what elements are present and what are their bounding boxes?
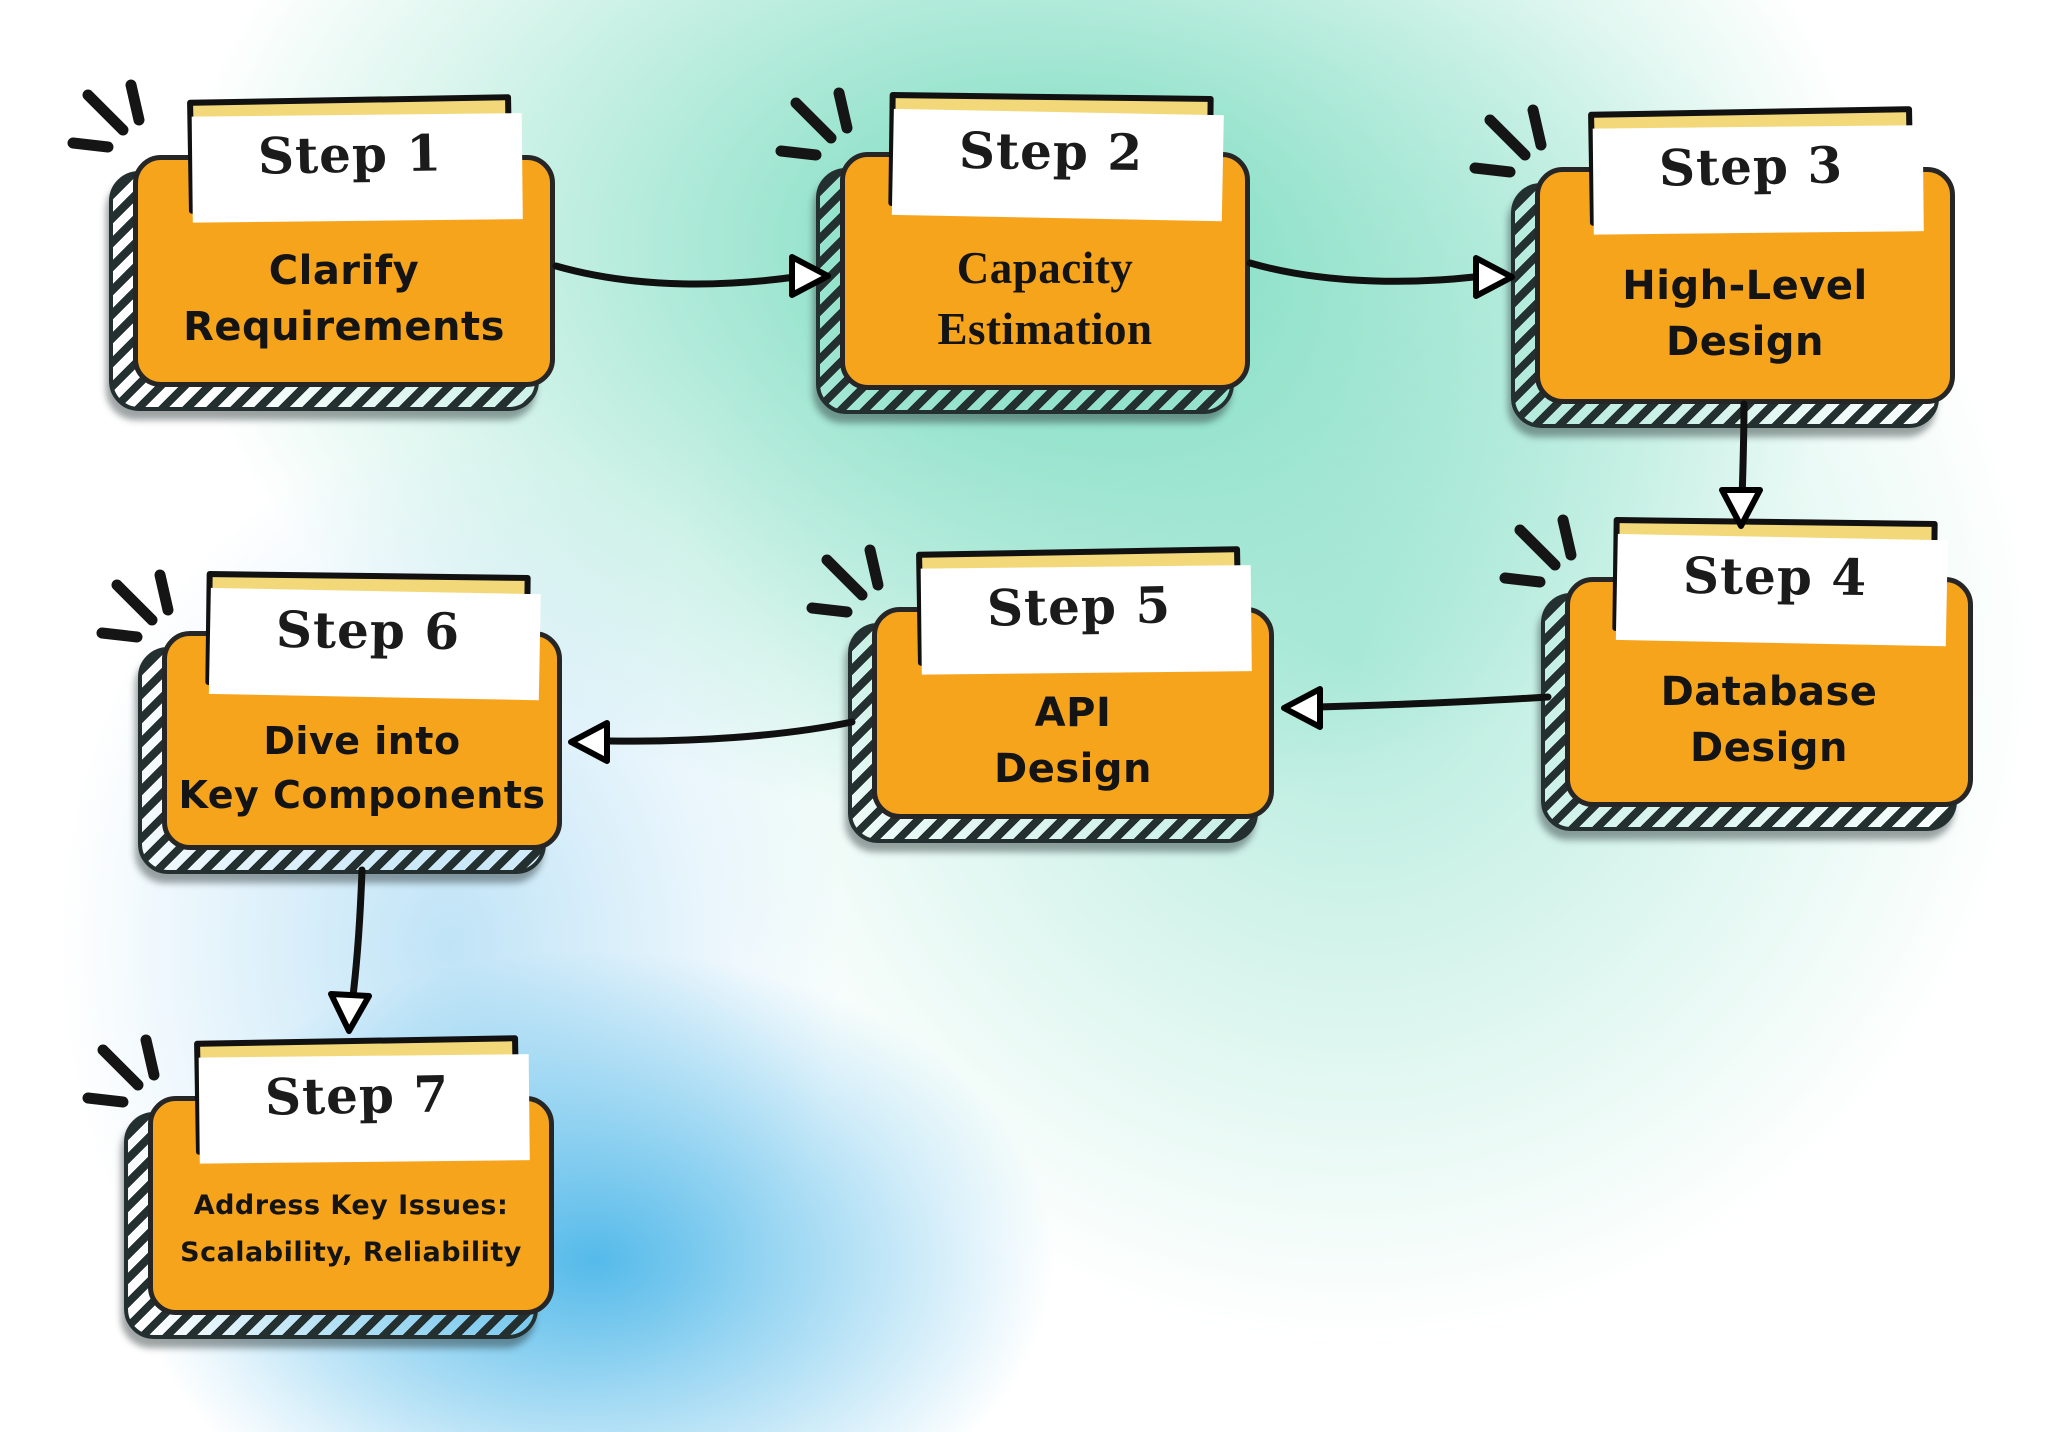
step-4-line1: Database [1660, 669, 1878, 715]
sparkle-icon [775, 87, 853, 161]
step-5-line2: Design [994, 746, 1152, 792]
step-2-label: Step 2 [888, 92, 1214, 210]
step-1-line1: Clarify [268, 248, 420, 294]
step-5-card: API Design Step 5 [848, 546, 1274, 843]
step-5-text: API Design [877, 612, 1269, 814]
arrow-step1-step2 [552, 254, 831, 298]
step-4-line2: Design [1690, 725, 1848, 771]
sparkle-icon [1499, 514, 1577, 588]
step-6-line1: Dive into [263, 718, 461, 763]
step-2-text: Capacity Estimation [845, 157, 1245, 385]
step-1-label: Step 1 [187, 94, 513, 214]
step-6-card: Dive into Key Components Step 6 [138, 571, 562, 874]
sparkle-icon [1469, 104, 1547, 178]
step-1-text: Clarify Requirements [138, 160, 550, 382]
step-6-line2: Key Components [178, 772, 546, 817]
step-6-label: Step 6 [205, 571, 531, 689]
step-3-text: High-Level Design [1540, 172, 1950, 399]
step-4-label: Step 4 [1612, 517, 1938, 635]
step-7-line2: Scalability, Reliability [180, 1236, 522, 1268]
arrow-step4-step5 [1281, 686, 1552, 730]
step-7-card: Address Key Issues: Scalability, Reliabi… [124, 1035, 554, 1339]
step-7-line1: Address Key Issues: [193, 1190, 509, 1222]
step-2-card: Capacity Estimation Step 2 [816, 92, 1250, 414]
step-5-label: Step 5 [916, 546, 1242, 666]
step-2-line1: Capacity [956, 242, 1134, 293]
step-3-label: Step 3 [1588, 106, 1914, 226]
sparkle-icon [82, 1034, 160, 1108]
step-1-card: Clarify Requirements Step 1 [109, 94, 555, 411]
arrow-step6-step7 [328, 866, 372, 1034]
sparkle-icon [806, 544, 884, 618]
step-7-label: Step 7 [194, 1035, 520, 1155]
step-1-line2: Requirements [183, 304, 505, 350]
step-4-text: Database Design [1570, 582, 1968, 802]
arrow-step2-step3 [1246, 255, 1515, 299]
step-7-text: Address Key Issues: Scalability, Reliabi… [153, 1101, 549, 1310]
step-3-card: High-Level Design Step 3 [1511, 106, 1955, 428]
step-3-line1: High-Level [1622, 262, 1868, 309]
step-5-line1: API [1034, 690, 1112, 736]
step-2-line2: Estimation [937, 304, 1153, 354]
arrow-step5-step6 [568, 718, 856, 764]
step-4-card: Database Design Step 4 [1541, 517, 1973, 831]
step-3-line2: Design [1666, 318, 1824, 365]
step-6-text: Dive into Key Components [167, 636, 557, 845]
sparkle-icon [96, 569, 174, 643]
sparkle-icon [67, 79, 145, 153]
